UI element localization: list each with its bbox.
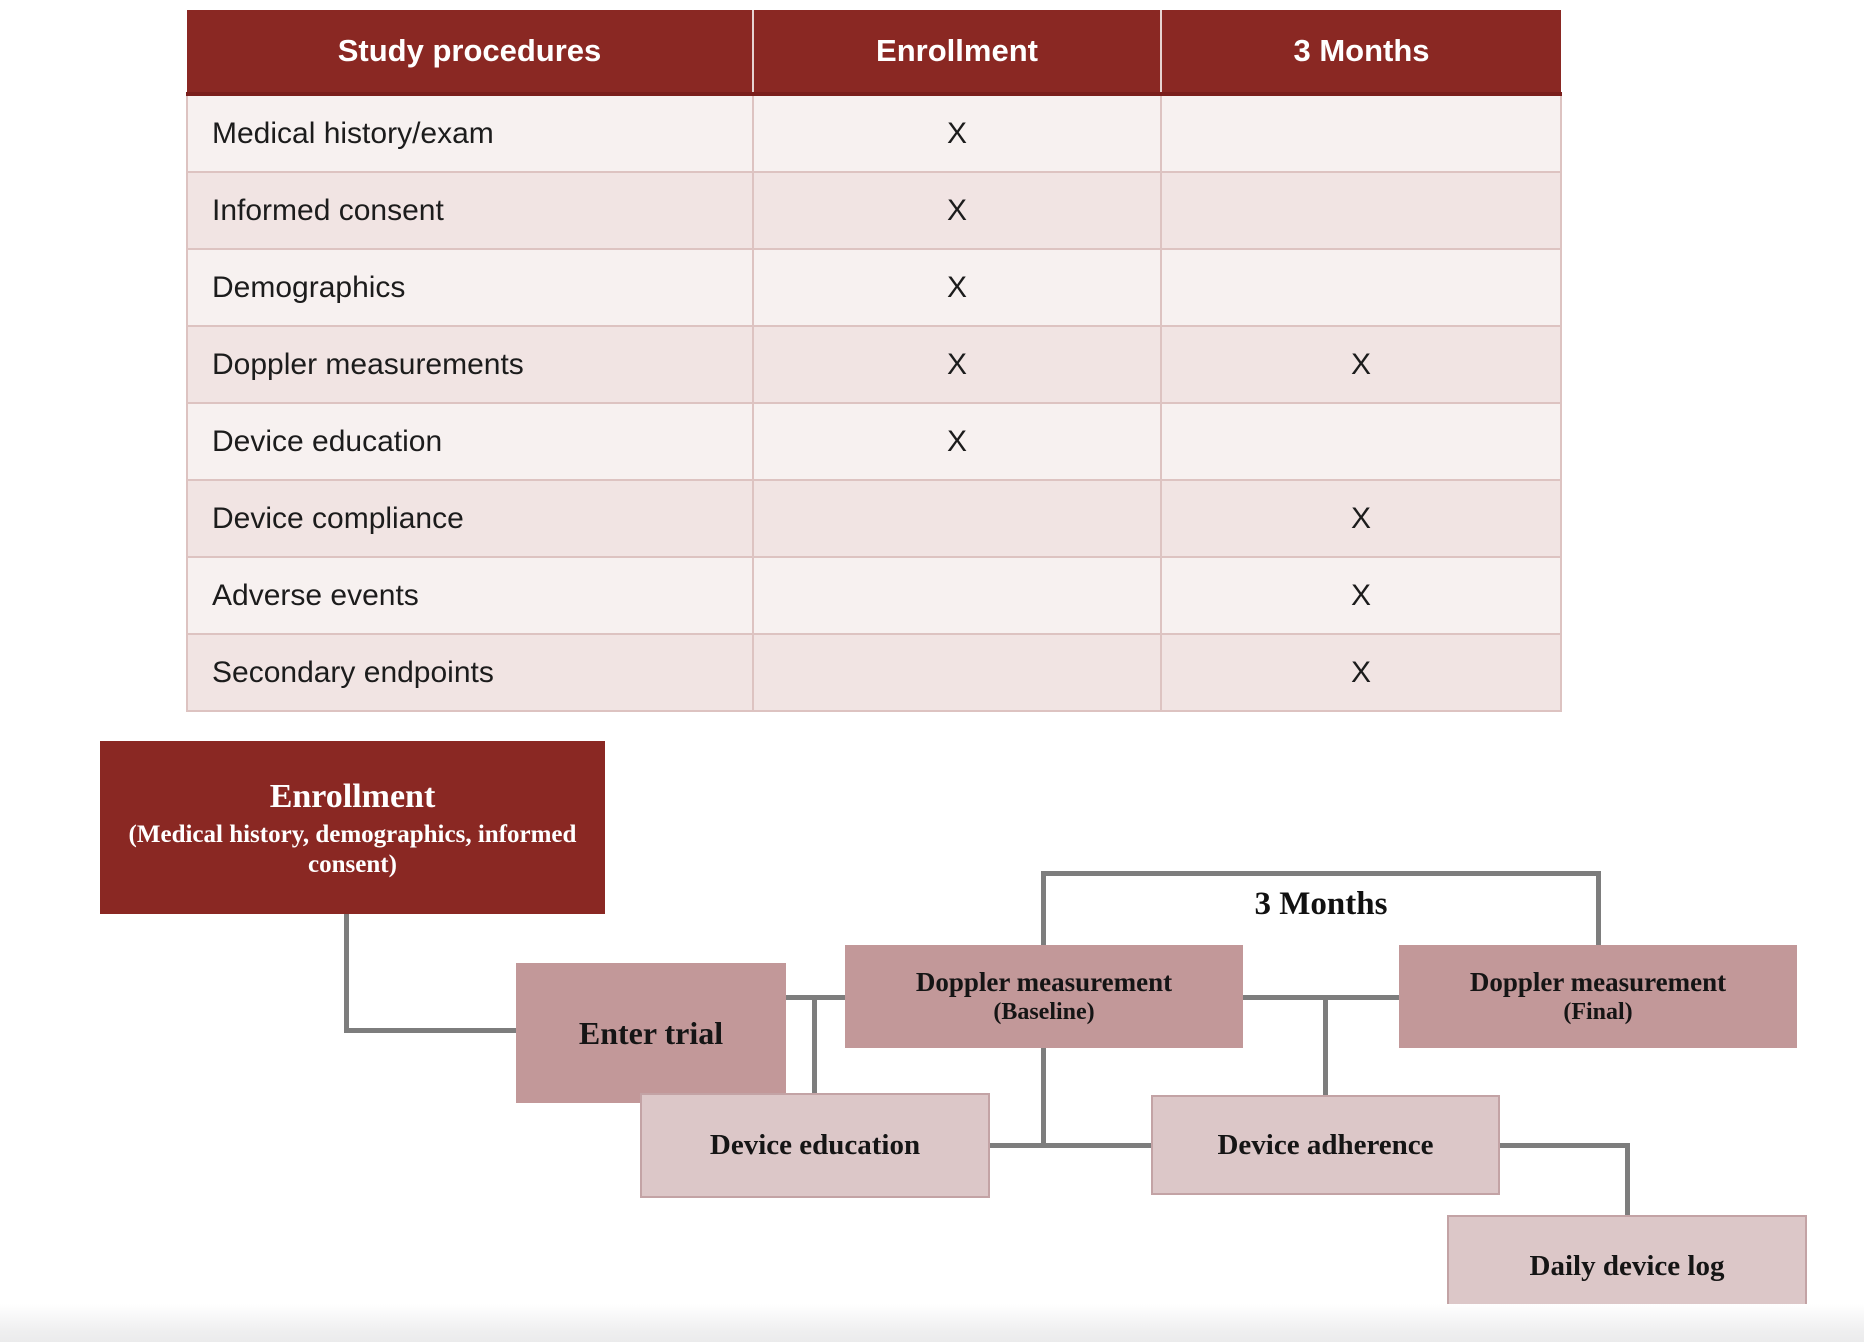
connector-branch-to-device-education	[812, 995, 817, 1093]
table-row: Demographics X	[186, 249, 1562, 327]
column-header-procedures: Study procedures	[187, 10, 753, 96]
three-months-mark	[1160, 172, 1562, 250]
doppler-final-sublabel: (Final)	[1563, 999, 1633, 1026]
device-adherence-box: Device adherence	[1151, 1095, 1500, 1195]
procedure-label: Informed consent	[186, 172, 754, 250]
connector-education-to-adherence	[990, 1143, 1151, 1148]
table-row: Device education X	[186, 403, 1562, 481]
enrollment-box-subtitle: (Medical history, demographics, informed…	[128, 821, 577, 878]
enter-trial-box: Enter trial	[516, 963, 786, 1103]
enrollment-mark	[752, 480, 1162, 558]
device-education-label: Device education	[709, 1129, 921, 1161]
connector-enrollment-to-enter-trial	[344, 1028, 516, 1033]
enrollment-mark: X	[752, 172, 1162, 250]
three-months-mark	[1160, 94, 1562, 173]
enrollment-mark: X	[752, 249, 1162, 327]
table-row: Adverse events X	[186, 557, 1562, 635]
table-row: Secondary endpoints X	[186, 634, 1562, 712]
connector-enrollment-down	[344, 914, 349, 1033]
enrollment-mark	[752, 634, 1162, 712]
procedure-label: Medical history/exam	[186, 94, 754, 173]
enrollment-mark: X	[752, 94, 1162, 173]
doppler-baseline-box: Doppler measurement (Baseline)	[845, 945, 1243, 1048]
three-months-mark: X	[1160, 326, 1562, 404]
daily-device-log-label: Daily device log	[1529, 1249, 1725, 1282]
procedure-label: Device education	[186, 403, 754, 481]
timeline-3-months-label: 3 Months	[1254, 886, 1388, 922]
daily-device-log-box: Daily device log	[1447, 1215, 1807, 1317]
three-months-mark	[1160, 249, 1562, 327]
column-header-3-months: 3 Months	[1160, 10, 1561, 96]
connector-branch-to-device-adherence	[1323, 995, 1328, 1095]
connector-bracket-left	[1041, 871, 1046, 945]
enter-trial-label: Enter trial	[578, 1014, 724, 1051]
procedure-label: Doppler measurements	[186, 326, 754, 404]
table-row: Doppler measurements X X	[186, 326, 1562, 404]
connector-baseline-to-final	[1243, 995, 1399, 1000]
procedure-label: Adverse events	[186, 557, 754, 635]
enrollment-mark: X	[752, 326, 1162, 404]
connector-baseline-down	[1041, 1048, 1046, 1145]
device-adherence-label: Device adherence	[1217, 1128, 1434, 1161]
connector-bracket-top	[1041, 871, 1601, 876]
enrollment-mark: X	[752, 403, 1162, 481]
enrollment-box: Enrollment (Medical history, demographic…	[100, 741, 605, 914]
three-months-mark: X	[1160, 480, 1562, 558]
enrollment-box-title: Enrollment	[269, 777, 436, 815]
connector-down-to-daily-log	[1625, 1143, 1630, 1215]
connector-adherence-right	[1500, 1143, 1630, 1148]
procedure-label: Demographics	[186, 249, 754, 327]
table-row: Informed consent X	[186, 172, 1562, 250]
page-bottom-edge	[0, 1304, 1864, 1342]
doppler-baseline-label: Doppler measurement	[915, 966, 1173, 997]
study-procedures-table: Study procedures Enrollment 3 Months Med…	[186, 10, 1562, 712]
three-months-mark: X	[1160, 557, 1562, 635]
procedure-label: Device compliance	[186, 480, 754, 558]
three-months-mark	[1160, 403, 1562, 481]
table-row: Medical history/exam X	[186, 94, 1562, 173]
doppler-final-label: Doppler measurement	[1469, 966, 1727, 997]
doppler-baseline-sublabel: (Baseline)	[993, 999, 1095, 1026]
column-header-enrollment: Enrollment	[752, 10, 1161, 96]
connector-bracket-right	[1596, 871, 1601, 945]
procedure-label: Secondary endpoints	[186, 634, 754, 712]
enrollment-mark	[752, 557, 1162, 635]
doppler-final-box: Doppler measurement (Final)	[1399, 945, 1797, 1048]
table-row: Device compliance X	[186, 480, 1562, 558]
three-months-mark: X	[1160, 634, 1562, 712]
table-header-row: Study procedures Enrollment 3 Months	[187, 10, 1561, 96]
device-education-box: Device education	[640, 1093, 990, 1198]
